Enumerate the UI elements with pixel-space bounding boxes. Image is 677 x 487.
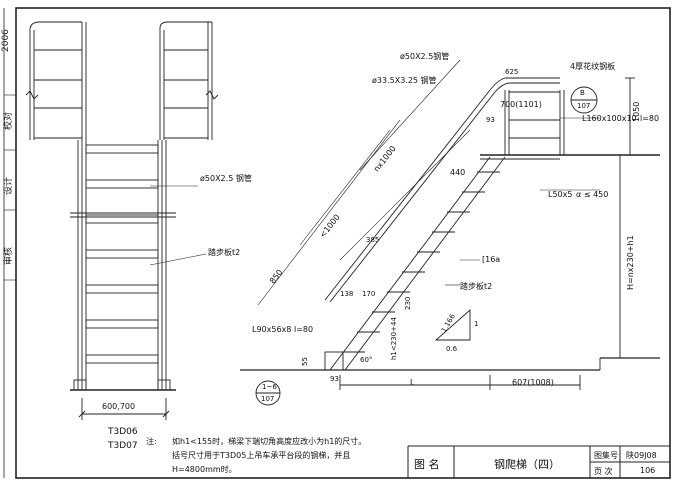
- slope-1: 1: [474, 320, 479, 328]
- dim-138: 138: [340, 290, 354, 298]
- drawing-code: T3D07: [108, 441, 138, 451]
- dim-93-top: 93: [486, 116, 495, 124]
- angle-50-label: L50x5: [548, 190, 573, 199]
- drawing-code: T3D06: [108, 427, 138, 437]
- note-line: H=4800mm时。: [172, 465, 237, 474]
- notes-prefix: 注:: [146, 437, 157, 446]
- margin-label: 审核: [4, 246, 14, 265]
- left-pipe-label: ø50X2.5 钢管: [200, 174, 252, 183]
- dim-1050: 1050: [632, 101, 641, 122]
- title-name-label: 图 名: [414, 458, 440, 471]
- note-line: 括号尺寸用于T3D05上吊车承平台段的钢梯，并且: [172, 451, 351, 460]
- h1-dim: h1<230+44: [390, 317, 398, 360]
- angle-deg: 60°: [360, 356, 373, 364]
- margin-label: 校对: [4, 111, 14, 130]
- title-block: [407, 445, 670, 478]
- page-label: 页 次: [594, 467, 613, 476]
- dim-L: L: [410, 378, 415, 387]
- dim-230: 230: [404, 296, 412, 310]
- atlas-label: 图集号: [594, 451, 618, 460]
- angle-bottom-label: L90x56x8: [252, 325, 292, 334]
- detail-b-letter: B: [580, 89, 585, 97]
- dim-93-bot: 93: [330, 375, 339, 383]
- slope-06: 0.6: [446, 345, 458, 353]
- margin-label: 设计: [4, 176, 14, 195]
- dim-170: 170: [362, 290, 376, 298]
- dim-385: 385: [366, 236, 380, 244]
- margin-label: 2006: [1, 29, 11, 52]
- angle-top-label: L160x100x10: [582, 114, 637, 123]
- l80-top-label: l=80: [640, 114, 660, 123]
- angle-limit-label: α ≤ 450: [576, 190, 609, 199]
- height-label: H=nx230+h1: [626, 235, 635, 290]
- dim-625: 625: [505, 68, 519, 76]
- checker-plate-label: 4厚花纹钢板: [570, 62, 616, 71]
- page-value: 106: [640, 466, 656, 475]
- left-width-dim: 600,700: [102, 402, 136, 411]
- detail-a-number: 107: [261, 395, 275, 403]
- dim-700: 700(1101): [500, 100, 542, 109]
- dim-55: 55: [301, 357, 309, 366]
- detail-a-top: 1~6: [262, 383, 277, 391]
- top-pipe-label: ø50X2.5钢管: [400, 52, 450, 61]
- l80-bottom-label: l=80: [294, 325, 314, 334]
- dim-607: 607(1008): [512, 378, 554, 387]
- left-view: [25, 21, 219, 420]
- channel-label: [16a: [482, 255, 501, 264]
- elevation-view: [240, 59, 660, 406]
- elev-tread-label: 踏步板t2: [460, 282, 493, 291]
- handrail-pipe-label: ø33.5X3.25 钢管: [372, 76, 437, 85]
- left-tread-label: 踏步板t2: [208, 248, 241, 257]
- dim-440: 440: [450, 168, 466, 177]
- note-line: 如h1<155时，梯梁下端切角高度应改小为h1的尺寸。: [172, 437, 367, 446]
- drawing-title: 钢爬梯（四）: [494, 458, 560, 471]
- detail-b-number: 107: [577, 102, 591, 110]
- atlas-value: 陕09J08: [626, 451, 657, 460]
